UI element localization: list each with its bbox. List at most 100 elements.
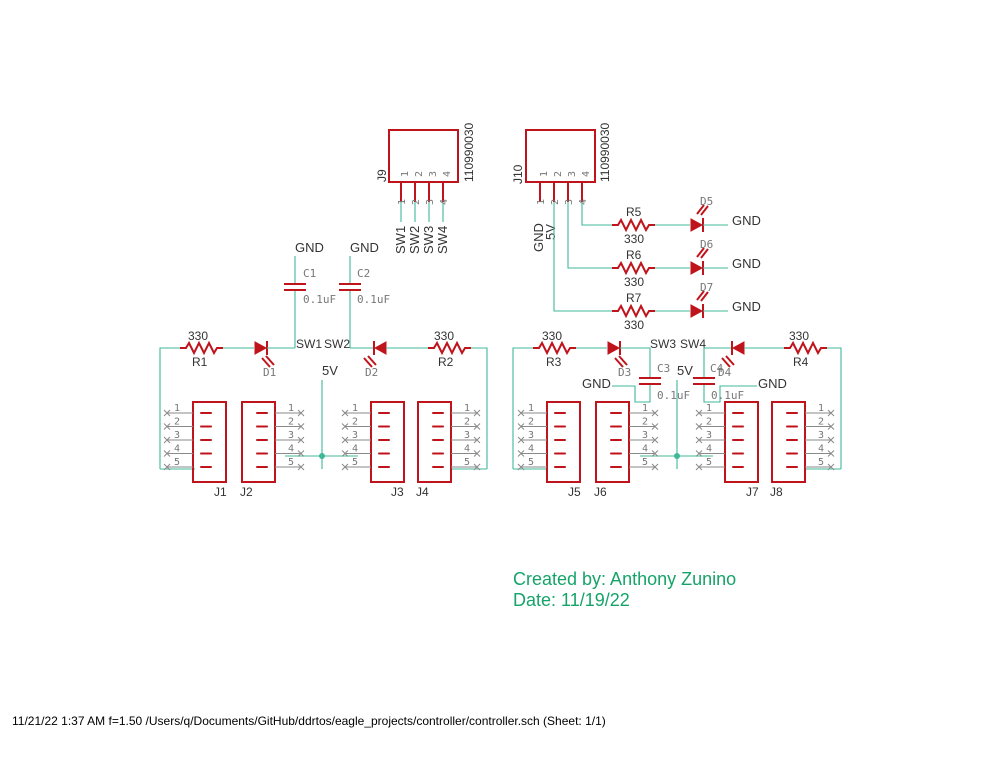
no-connect-marker — [827, 450, 835, 457]
connector-pin-number: 2 — [706, 417, 712, 428]
no-connect-marker — [827, 463, 835, 471]
connector-pin-number: 5 — [288, 457, 294, 468]
no-connect-marker — [473, 463, 481, 471]
no-connect-marker — [517, 450, 525, 457]
connector-body — [724, 401, 759, 483]
connector-name: J4 — [416, 485, 429, 499]
no-connect-marker — [473, 423, 481, 430]
c4-gnd: GND — [758, 376, 787, 391]
j9-net-sw2: SW2 — [407, 226, 422, 254]
connector-body — [192, 401, 227, 483]
connector-pin-number: 3 — [352, 430, 358, 441]
connector-pin-number: 5 — [464, 457, 470, 468]
r7-name: R7 — [626, 291, 642, 305]
connector-pin-number: 3 — [174, 430, 180, 441]
connector-pin-number: 4 — [642, 444, 648, 455]
no-connect-marker — [517, 409, 525, 417]
d5-name: D5 — [700, 195, 713, 208]
j9-net-sw3: SW3 — [421, 226, 436, 254]
c3-value: 0.1uF — [657, 389, 690, 402]
j10-pin-1-label: 1 — [539, 171, 550, 177]
no-connect-marker — [827, 436, 835, 444]
no-connect-marker — [341, 423, 349, 430]
c3-gnd: GND — [582, 376, 611, 391]
no-connect-marker — [517, 423, 525, 430]
no-connect-marker — [517, 463, 525, 471]
r2-value: 330 — [434, 329, 454, 343]
connector-group: 12345J112345J212345J312345J412345J512345… — [163, 401, 835, 499]
j10-pin-3-label: 3 — [567, 171, 578, 177]
no-connect-marker — [473, 409, 481, 417]
c3-name: C3 — [657, 362, 670, 375]
d2-name: D2 — [365, 366, 378, 379]
r6-name: R6 — [626, 248, 642, 262]
c4-value: 0.1uF — [711, 389, 744, 402]
connector-pin-number: 4 — [818, 444, 824, 455]
r6-value: 330 — [624, 275, 644, 289]
d5-gnd: GND — [732, 213, 761, 228]
r1-name: R1 — [192, 355, 208, 369]
r5-name: R5 — [626, 205, 642, 219]
c1-value: 0.1uF — [303, 293, 336, 306]
no-connect-marker — [163, 423, 171, 430]
r5-value: 330 — [624, 232, 644, 246]
sw3-label: SW3 — [650, 337, 676, 351]
connector-pin-number: 2 — [288, 417, 294, 428]
d7-gnd: GND — [732, 299, 761, 314]
left-5v: 5V — [322, 363, 338, 378]
sheet-footer: 11/21/22 1:37 AM f=1.50 /Users/q/Documen… — [12, 714, 606, 728]
connector-pin-number: 2 — [174, 417, 180, 428]
connector-name: J7 — [746, 485, 759, 499]
no-connect-marker — [163, 463, 171, 471]
no-connect-marker — [827, 409, 835, 417]
connector-body — [370, 401, 405, 483]
r1-value: 330 — [188, 329, 208, 343]
c2-value: 0.1uF — [357, 293, 390, 306]
header-j10: 1 2 3 4 1 2 3 4 J10 110990030 GND 5V — [511, 123, 612, 312]
no-connect-marker — [517, 436, 525, 444]
led-branch-r7-d7: R7 330 D7 GND — [612, 281, 761, 332]
connector-pin-number: 5 — [706, 457, 712, 468]
d6-gnd: GND — [732, 256, 761, 271]
j9-pin-3-label: 3 — [428, 171, 439, 177]
j10-pin-4-num: 4 — [578, 199, 589, 205]
no-connect-marker — [297, 409, 305, 417]
connector-name: J8 — [770, 485, 783, 499]
d7-name: D7 — [700, 281, 713, 294]
j10-pin-1-num: 1 — [536, 199, 547, 205]
no-connect-marker — [651, 463, 659, 471]
d3-name: D3 — [618, 366, 631, 379]
no-connect-marker — [163, 409, 171, 417]
right-group: 330 R3 D3 SW3 SW4 C3 0.1uF GND D4 330 R4… — [512, 329, 842, 470]
no-connect-marker — [651, 409, 659, 417]
connector-pin-number: 5 — [642, 457, 648, 468]
connector-name: J6 — [594, 485, 607, 499]
c1-gnd: GND — [295, 240, 324, 255]
connector-pin-number: 1 — [528, 403, 534, 414]
connector-name: J1 — [214, 485, 227, 499]
connector-pin-number: 5 — [528, 457, 534, 468]
no-connect-marker — [695, 423, 703, 430]
j10-net-gnd: GND — [531, 223, 546, 252]
j10-pin-4-label: 4 — [581, 171, 592, 177]
j9-pin-3-num: 3 — [425, 199, 436, 205]
credit-date: Date: 11/19/22 — [513, 590, 630, 610]
sw2-label: SW2 — [324, 337, 350, 351]
j10-pin-3-num: 3 — [564, 199, 575, 205]
connector-pin-number: 5 — [352, 457, 358, 468]
r3-name: R3 — [546, 355, 562, 369]
connector-name: J3 — [391, 485, 404, 499]
connector-pin-number: 4 — [464, 444, 470, 455]
j9-pin-2-num: 2 — [411, 199, 422, 205]
r3-value: 330 — [542, 329, 562, 343]
j9-pin-4-num: 4 — [439, 199, 450, 205]
no-connect-marker — [163, 436, 171, 444]
j10-name: J10 — [511, 164, 525, 184]
connector-body — [417, 401, 452, 483]
no-connect-marker — [473, 450, 481, 457]
c1-name: C1 — [303, 267, 316, 280]
